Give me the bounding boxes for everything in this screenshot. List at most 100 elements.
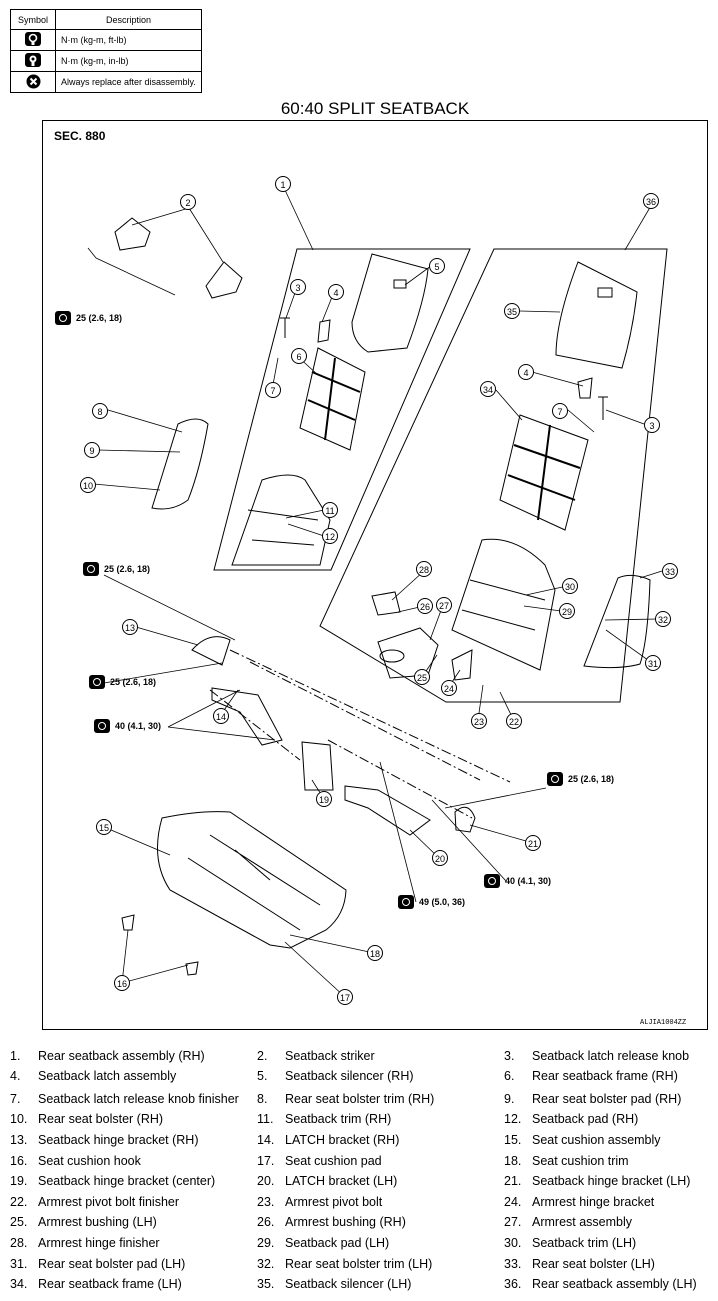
torque-wrench-icon bbox=[55, 311, 71, 325]
lh-seatback-outline bbox=[319, 248, 668, 703]
part-number: 4. bbox=[10, 1069, 21, 1083]
rh-seatback-outline bbox=[213, 248, 471, 571]
part-name: Seatback hinge bracket (center) bbox=[38, 1174, 216, 1188]
callout-29: 29 bbox=[559, 603, 575, 619]
part-name: Seatback pad (RH) bbox=[532, 1112, 639, 1126]
torque-spec: 25 (2.6, 18) bbox=[83, 562, 150, 576]
part-name: Seatback silencer (LH) bbox=[285, 1277, 412, 1291]
part-number: 23. bbox=[257, 1195, 275, 1209]
part-name: Seatback latch release knob bbox=[532, 1049, 690, 1063]
bolster-rh bbox=[151, 418, 209, 510]
callout-15: 15 bbox=[96, 819, 112, 835]
callout-4-lh: 4 bbox=[518, 364, 534, 380]
callout-9: 9 bbox=[84, 442, 100, 458]
part-number: 16. bbox=[10, 1154, 28, 1168]
hinge-bracket-rh bbox=[191, 636, 231, 666]
part-name: Rear seat bolster trim (LH) bbox=[285, 1257, 433, 1271]
callout-6: 6 bbox=[291, 348, 307, 364]
latch-bracket-rh bbox=[211, 687, 283, 746]
callout-14: 14 bbox=[213, 708, 229, 724]
part-number: 18. bbox=[504, 1154, 522, 1168]
torque-wrench-icon bbox=[547, 772, 563, 786]
part-number: 20. bbox=[257, 1174, 275, 1188]
part-name: Rear seat bolster trim (RH) bbox=[285, 1092, 435, 1106]
part-number: 7. bbox=[10, 1092, 21, 1106]
callout-11: 11 bbox=[322, 502, 338, 518]
diagram-frame bbox=[42, 120, 708, 1030]
part-name: Seatback hinge bracket (LH) bbox=[532, 1174, 691, 1188]
seat-cushion bbox=[157, 811, 347, 949]
callout-36: 36 bbox=[643, 193, 659, 209]
callout-18: 18 bbox=[367, 945, 383, 961]
silencer-rh bbox=[351, 253, 429, 353]
armrest bbox=[377, 627, 439, 679]
part-number: 36. bbox=[504, 1277, 522, 1291]
torque-wrench-inlb-icon bbox=[25, 53, 41, 67]
part-name: Rear seat bolster pad (LH) bbox=[38, 1257, 186, 1271]
part-name: Armrest bushing (LH) bbox=[38, 1215, 157, 1229]
part-number: 10. bbox=[10, 1112, 28, 1126]
part-number: 17. bbox=[257, 1154, 275, 1168]
part-name: Rear seatback assembly (RH) bbox=[38, 1049, 205, 1063]
part-name: Rear seat bolster (RH) bbox=[38, 1112, 164, 1126]
callout-30: 30 bbox=[562, 578, 578, 594]
part-number: 6. bbox=[504, 1069, 515, 1083]
part-name: Armrest bushing (RH) bbox=[285, 1215, 406, 1229]
callout-28: 28 bbox=[416, 561, 432, 577]
torque-wrench-icon bbox=[89, 675, 105, 689]
callout-23: 23 bbox=[471, 713, 487, 729]
part-name: Armrest hinge finisher bbox=[38, 1236, 160, 1250]
part-name: Armrest assembly bbox=[532, 1215, 633, 1229]
callout-31: 31 bbox=[645, 655, 661, 671]
striker-upper bbox=[114, 217, 151, 251]
seatback-trim-lh bbox=[451, 538, 556, 671]
part-name: LATCH bracket (LH) bbox=[285, 1174, 398, 1188]
callout-3: 3 bbox=[290, 279, 306, 295]
part-name: Seatback silencer (RH) bbox=[285, 1069, 414, 1083]
callout-26: 26 bbox=[417, 598, 433, 614]
torque-wrench-icon bbox=[83, 562, 99, 576]
part-name: Seat cushion trim bbox=[532, 1154, 629, 1168]
callout-7: 7 bbox=[265, 382, 281, 398]
part-number: 14. bbox=[257, 1133, 275, 1147]
callout-5: 5 bbox=[429, 258, 445, 274]
part-number: 34. bbox=[10, 1277, 28, 1291]
torque-spec: 49 (5.0, 36) bbox=[398, 895, 465, 909]
part-name: Seatback pad (LH) bbox=[285, 1236, 390, 1250]
part-name: Seatback trim (RH) bbox=[285, 1112, 392, 1126]
callout-8: 8 bbox=[92, 403, 108, 419]
striker-lower bbox=[205, 261, 243, 299]
part-number: 30. bbox=[504, 1236, 522, 1250]
part-name: Seatback trim (LH) bbox=[532, 1236, 637, 1250]
part-name: Seatback latch assembly bbox=[38, 1069, 177, 1083]
callout-17: 17 bbox=[337, 989, 353, 1005]
part-name: Rear seatback frame (LH) bbox=[38, 1277, 182, 1291]
part-number: 12. bbox=[504, 1112, 522, 1126]
seatback-trim-rh bbox=[231, 474, 331, 566]
part-number: 19. bbox=[10, 1174, 28, 1188]
callout-34: 34 bbox=[480, 381, 496, 397]
legend-row-text: Always replace after disassembly. bbox=[55, 71, 202, 93]
part-number: 8. bbox=[257, 1092, 268, 1106]
part-number: 21. bbox=[504, 1174, 522, 1188]
part-name: Armrest hinge bracket bbox=[532, 1195, 655, 1209]
callout-20: 20 bbox=[432, 850, 448, 866]
part-name: Seat cushion assembly bbox=[532, 1133, 661, 1147]
callout-1: 1 bbox=[275, 176, 291, 192]
torque-wrench-icon bbox=[94, 719, 110, 733]
part-name: Rear seatback frame (RH) bbox=[532, 1069, 678, 1083]
torque-spec: 25 (2.6, 18) bbox=[547, 772, 614, 786]
torque-spec: 40 (4.1, 30) bbox=[484, 874, 551, 888]
part-number: 2. bbox=[257, 1049, 268, 1063]
part-number: 9. bbox=[504, 1092, 515, 1106]
latch-knob-lh bbox=[598, 396, 608, 420]
part-number: 28. bbox=[10, 1236, 28, 1250]
torque-wrench-icon bbox=[25, 32, 41, 46]
frame-lh bbox=[499, 414, 589, 531]
latch-bracket-lh bbox=[344, 785, 431, 836]
callout-4: 4 bbox=[328, 284, 344, 300]
hinge-bracket-center bbox=[301, 741, 334, 791]
part-number: 26. bbox=[257, 1215, 275, 1229]
part-number: 24. bbox=[504, 1195, 522, 1209]
silencer-lh bbox=[555, 261, 638, 369]
